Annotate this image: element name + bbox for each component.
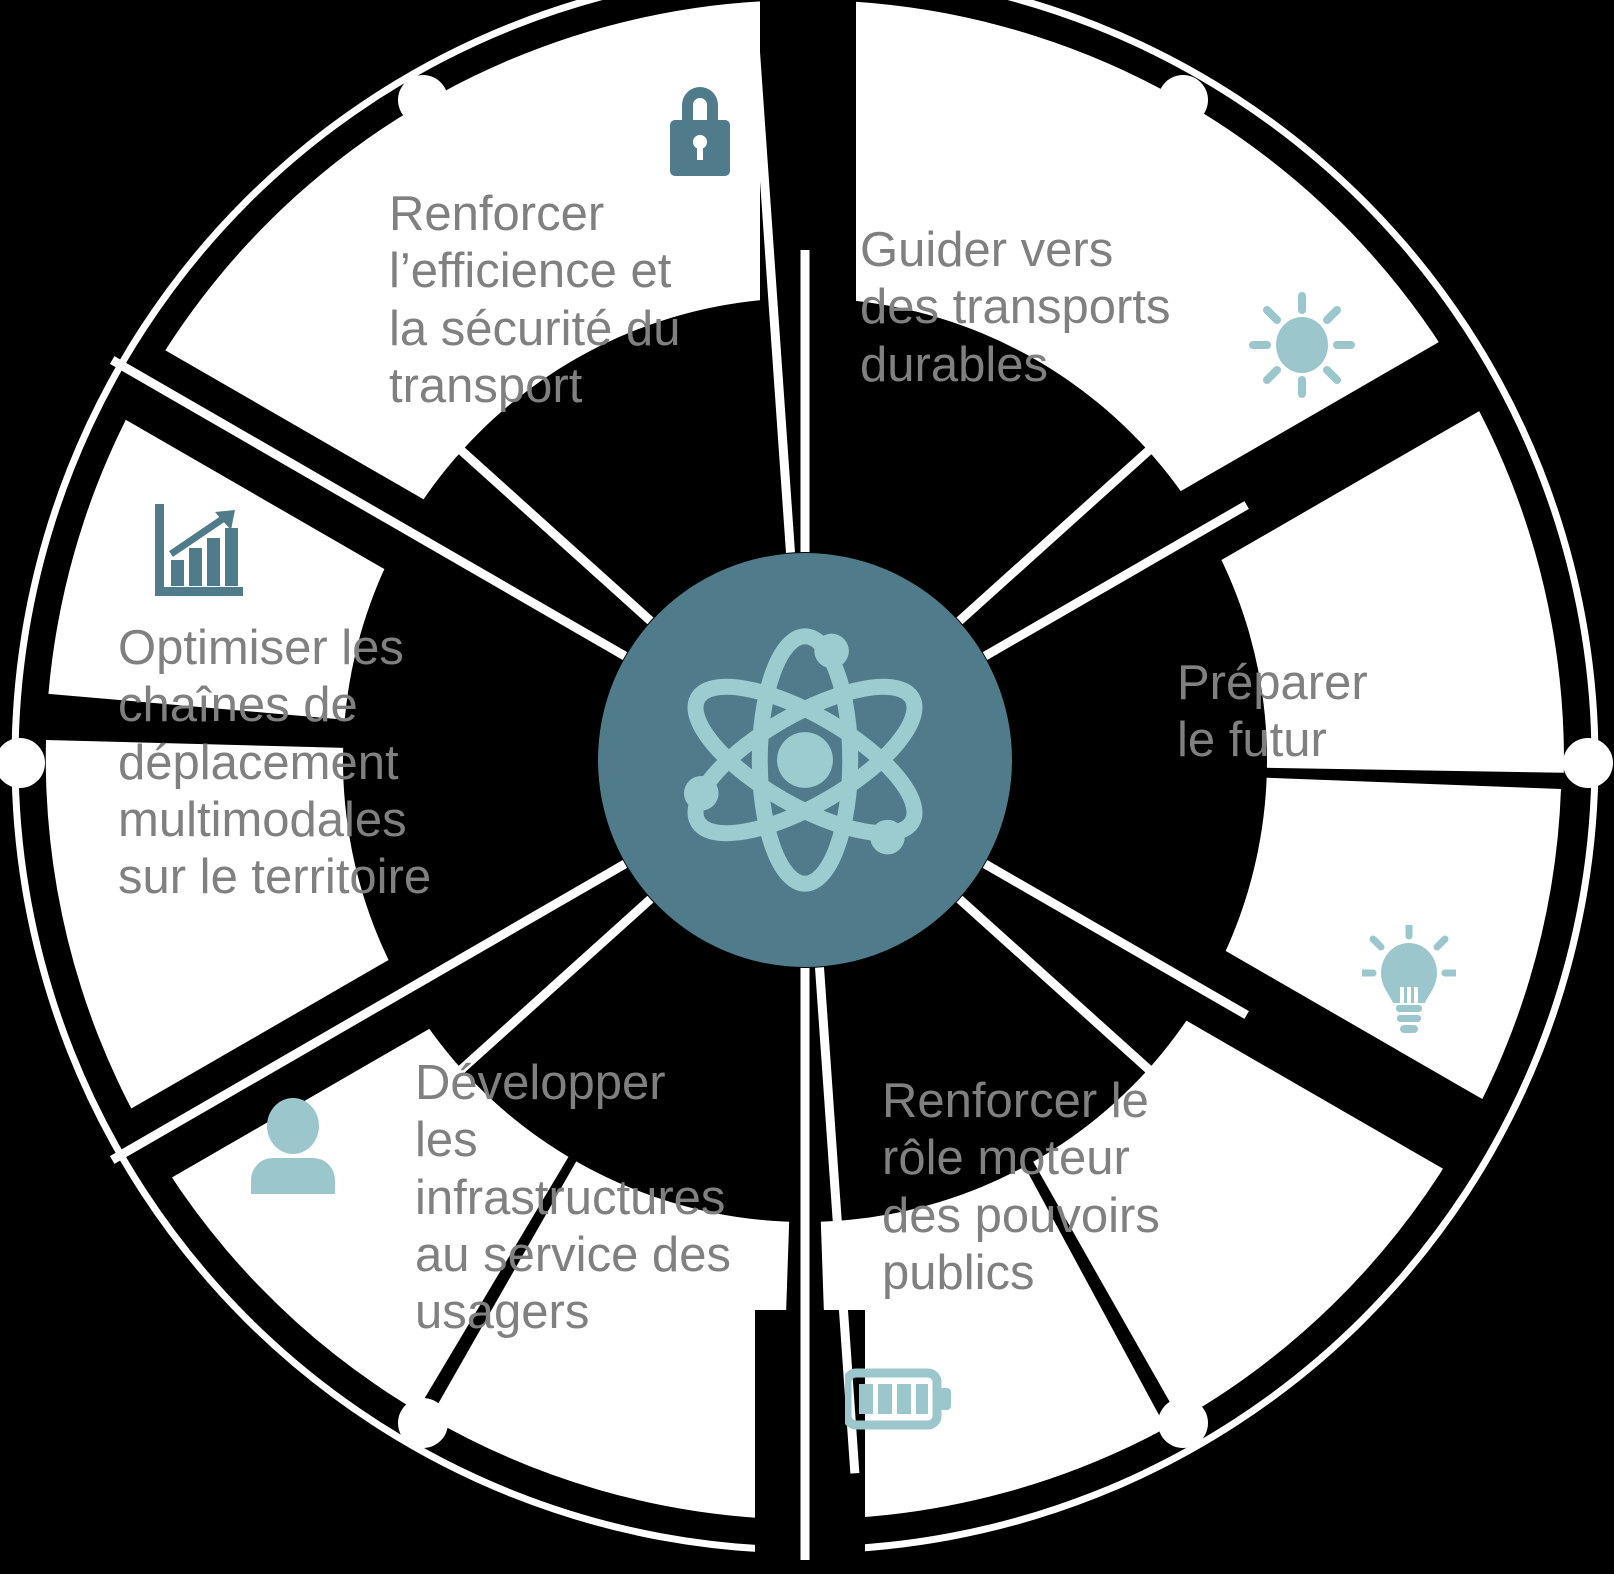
- segment-label-optimiser: Optimiser les chaînes de déplacement mul…: [118, 621, 432, 905]
- ring-dot: [0, 738, 45, 788]
- ring-dot: [398, 1398, 448, 1448]
- segment-label-guider: Guider vers des transports durables: [860, 223, 1171, 392]
- ring-dot: [398, 75, 448, 125]
- segment-label-role-moteur: Renforcer le rôle moteur des pouvoirs pu…: [882, 1074, 1160, 1300]
- atom-icon: [683, 628, 923, 892]
- lightbulb-icon: [1362, 925, 1456, 1033]
- sector-gaps: [115, 0, 1495, 1574]
- sun-icon: [1249, 292, 1355, 398]
- segment-label-preparer: Préparer le futur: [1177, 656, 1368, 768]
- ring-dot: [1563, 738, 1613, 788]
- outer-ring-dots: [0, 75, 1613, 1448]
- ring-dot: [1158, 1398, 1208, 1448]
- segment-label-developper: Développer les infrastructures au servic…: [415, 1056, 731, 1340]
- bar-chart-icon: [155, 504, 243, 596]
- battery-icon: [845, 1368, 951, 1430]
- lock-icon: [670, 87, 730, 176]
- ring-dot: [1158, 75, 1208, 125]
- person-icon: [251, 1098, 335, 1194]
- segment-label-renforcer-efficience: Renforcer l’efficience et la sécurité du…: [389, 187, 681, 413]
